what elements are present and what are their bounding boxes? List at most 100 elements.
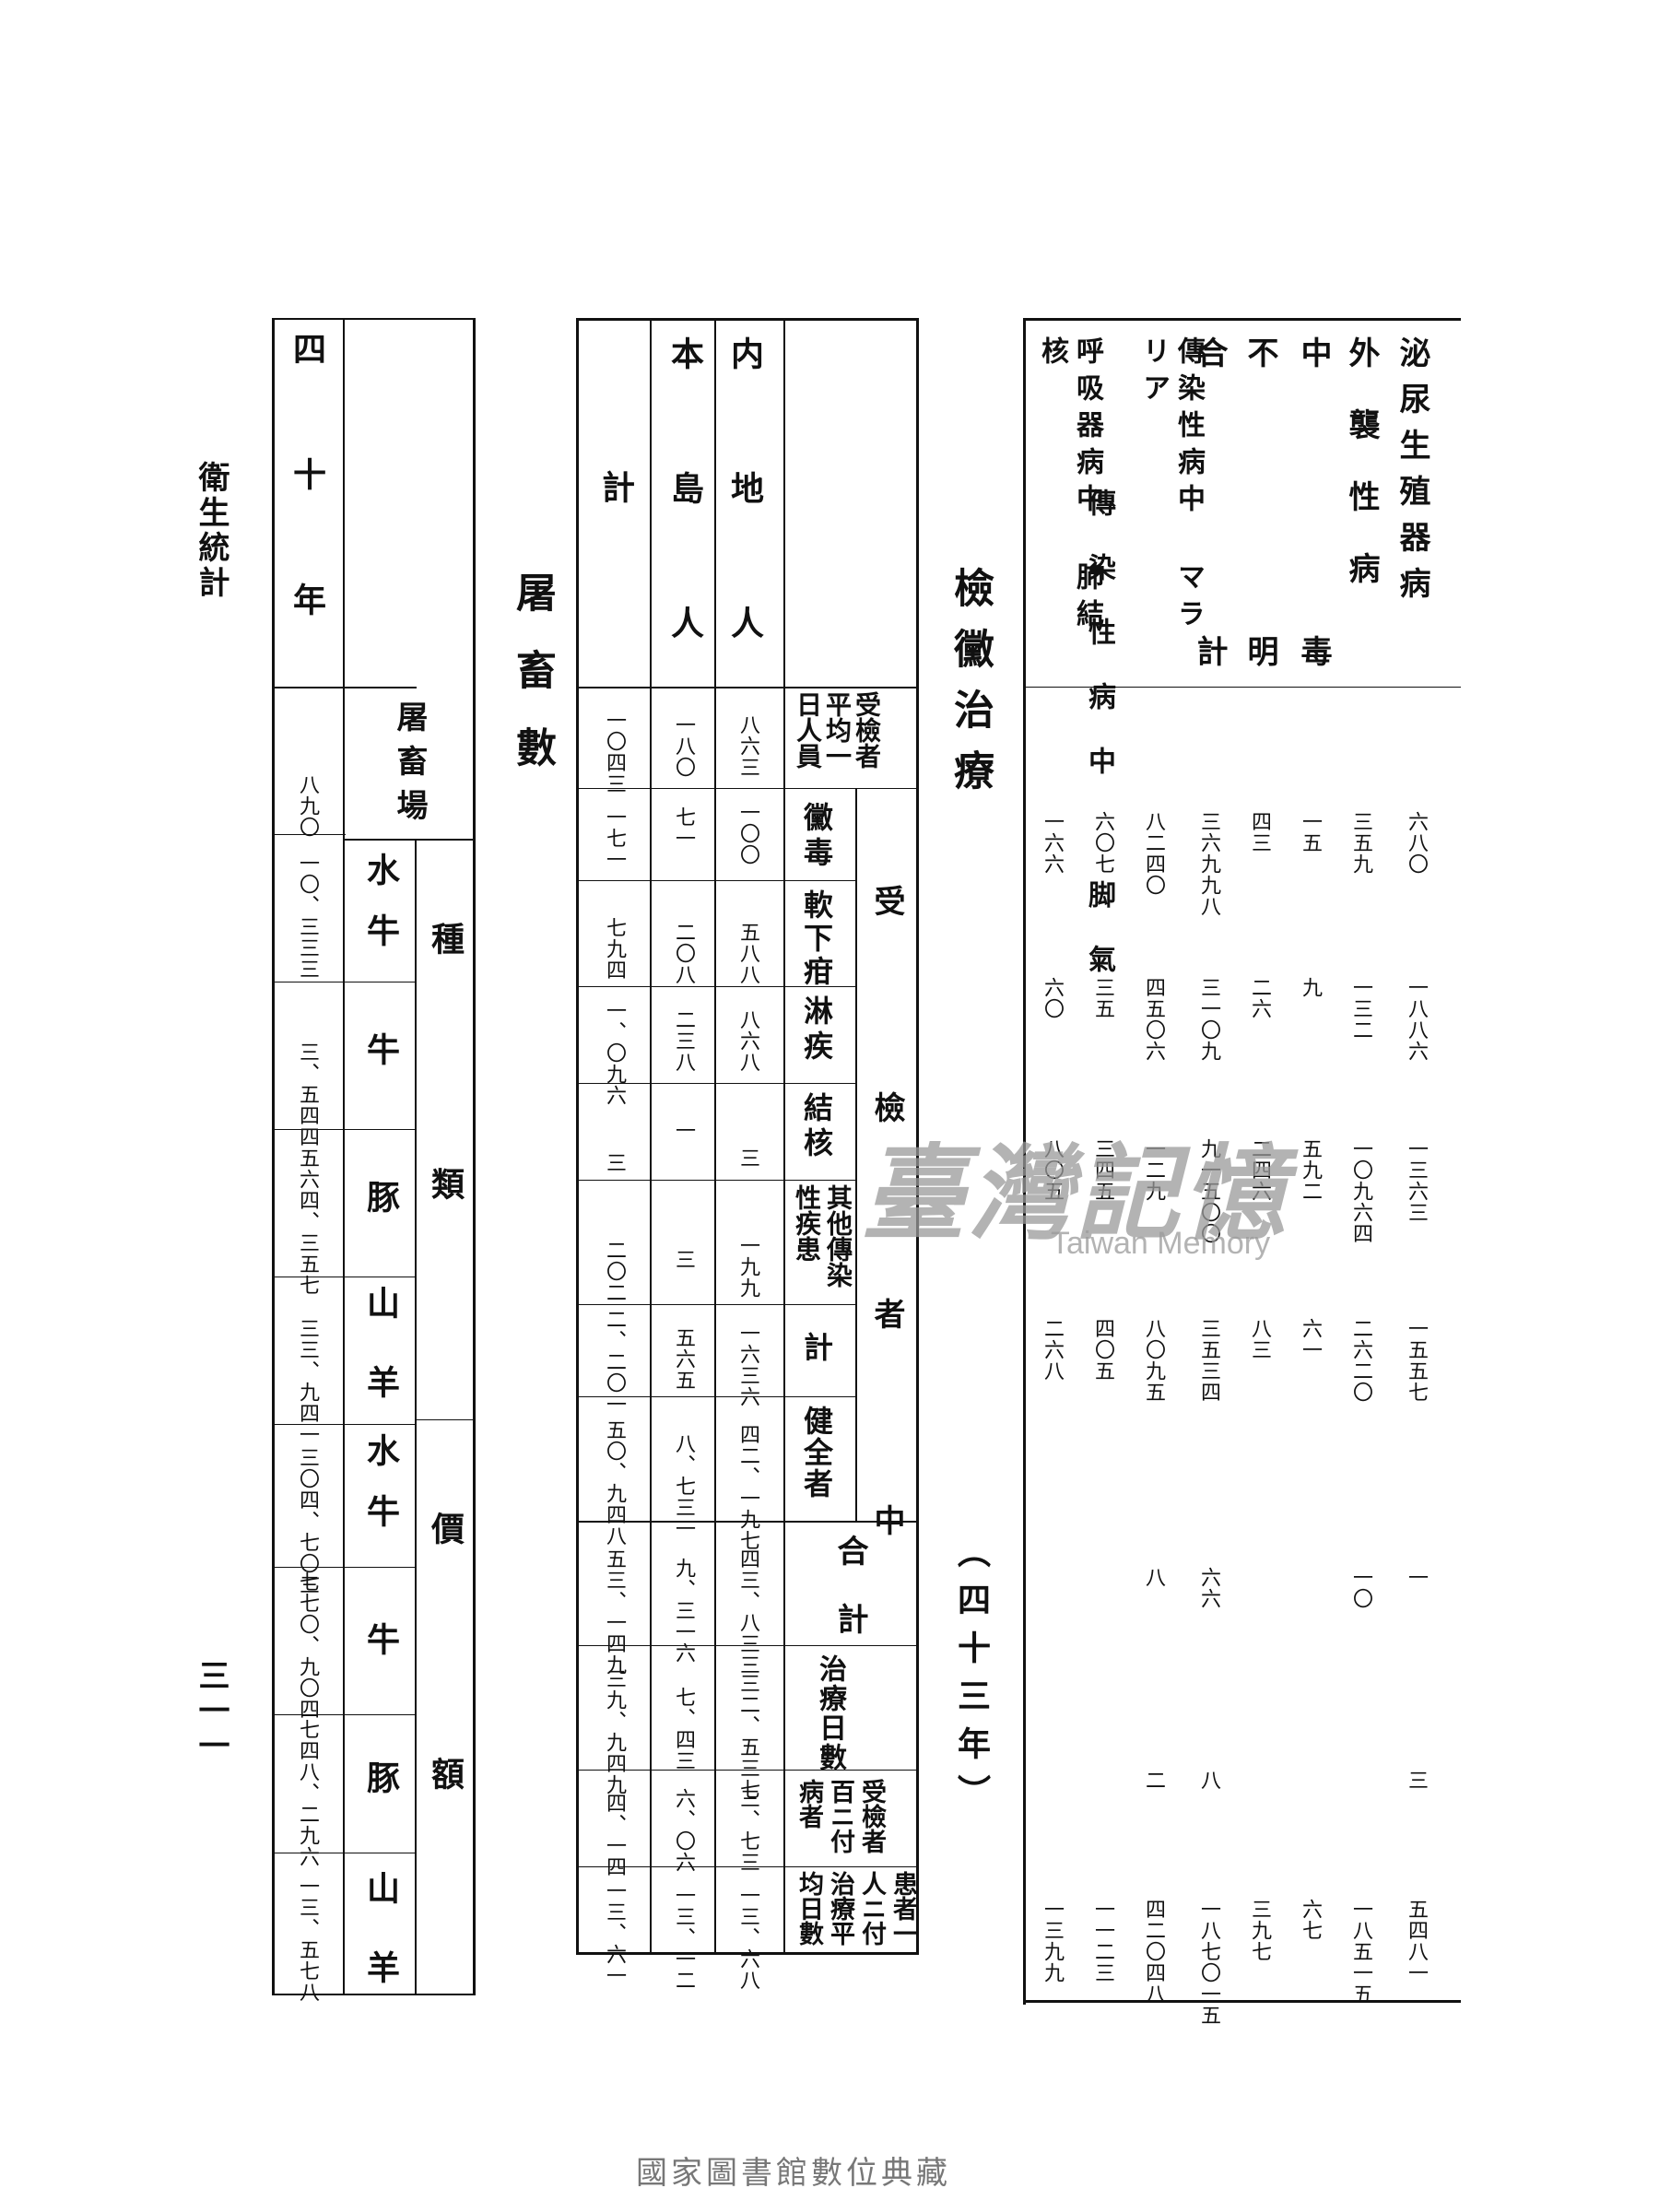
cell: 七一: [672, 806, 695, 849]
disease-cell: 六一: [1299, 1318, 1322, 1360]
col-header-daily-avg: 受檢者平均一日人員: [793, 691, 882, 769]
cell: 八六三: [736, 714, 759, 778]
cell: 一、〇九六: [603, 1000, 626, 1106]
row-total: 計: [596, 470, 635, 512]
row-naichijin: 内地人: [725, 336, 764, 740]
disease-cell: 六〇七: [1091, 811, 1114, 875]
footer: 國家圖書館數位典藏: [636, 2155, 951, 2192]
disease-cell: 六〇: [1041, 977, 1064, 1019]
disease-cell: 九: [1299, 977, 1322, 998]
cell: 三、七三: [736, 1788, 759, 1873]
row-label-urogenital: 泌尿生殖器病: [1394, 336, 1430, 613]
cell: 二〇二: [603, 1240, 626, 1303]
cell: 六、〇六: [672, 1788, 695, 1873]
disease-cell: 三四五: [1091, 1138, 1114, 1202]
disease-cell: 六六: [1197, 1567, 1220, 1609]
row-label-beriberi: 傳染性病中 脚氣: [1083, 488, 1115, 1009]
disease-cell: 一六六: [1041, 811, 1064, 875]
cell: 一〇四三: [603, 710, 626, 794]
row-label-tuberculosis: 呼吸器病中 肺結核: [1036, 336, 1103, 636]
col-header-patients-per-100: 受檢者百ニ付病者: [794, 1779, 886, 1853]
disease-cell: 一〇: [1349, 1567, 1372, 1609]
slaughter-year: 四十年: [288, 332, 326, 708]
kinds-header: 種類: [426, 922, 465, 1412]
col-group-label: 受檢者中: [868, 885, 905, 1711]
slaughter-value: 七四八、二九六: [296, 1719, 319, 1867]
row-label-unknown: 不明: [1241, 336, 1278, 934]
disease-cell: 一三二: [1349, 977, 1372, 1041]
disease-cell: 八〇九五: [1142, 1318, 1165, 1403]
cell: 五六五: [672, 1327, 695, 1391]
page-number: 三一一: [193, 1659, 229, 1764]
slaughter-value: 三、五四四: [296, 1041, 319, 1147]
cell: 一: [672, 1120, 695, 1141]
disease-cell: 九一五〇〇: [1197, 1138, 1220, 1244]
disease-cell: 八二四〇: [1142, 811, 1165, 896]
value-water-buffalo: 水牛: [361, 1433, 400, 1555]
treatment-title: 檢黴治療: [947, 567, 994, 810]
disease-cell: 八: [1197, 1770, 1220, 1791]
disease-cell: 二: [1142, 1770, 1165, 1791]
cell: 五〇、九四八: [603, 1419, 626, 1547]
watermark-main: 臺灣記憶: [862, 1134, 1289, 1254]
cell: 二三八: [672, 1009, 695, 1073]
disease-cell: 三五: [1091, 977, 1114, 1019]
disease-cell: 二六: [1248, 977, 1271, 1019]
cell: 二、二〇一: [603, 1309, 626, 1415]
disease-cell: 三: [1405, 1770, 1428, 1791]
value-header: 價額: [426, 1512, 465, 2002]
disease-cell: 二六八: [1041, 1318, 1064, 1382]
cell: 七、四三: [672, 1687, 695, 1771]
col-header-treatment-days: 治療日數: [814, 1654, 846, 1772]
disease-cell: 八: [1142, 1567, 1165, 1588]
treatment-year-note: （四十三年）: [952, 1535, 991, 1822]
cell: 八六八: [736, 1009, 759, 1073]
kind-pig: 豚: [361, 1180, 400, 1222]
cell: 一三、六八: [736, 1885, 759, 1991]
cell: 四、一四: [603, 1793, 626, 1877]
slaughter-value: 七七〇、九〇四: [296, 1571, 319, 1720]
disease-cell: 一八八六: [1405, 977, 1428, 1062]
disease-cell: 一一二三: [1091, 1899, 1114, 1983]
cell: 一三、六一: [603, 1880, 626, 1986]
cell: 一三、一二: [672, 1885, 695, 1991]
row-label-external: 外襲性病: [1343, 336, 1380, 624]
disease-cell: 六八〇: [1405, 811, 1428, 875]
cell: 九、三一六: [672, 1558, 695, 1664]
disease-cell: 一三六三: [1405, 1138, 1428, 1223]
slaughter-value: 一〇、三三三: [296, 853, 319, 980]
col-header-grand-total: 合計: [831, 1535, 868, 1671]
col-header-tuberculosis: 結核: [799, 1092, 834, 1162]
disease-cell: 五四八一: [1405, 1899, 1428, 1983]
col-header-gonorrhea: 淋疾: [799, 995, 834, 1065]
cell: 八、七三一: [672, 1433, 695, 1539]
disease-cell: 一八七〇一五: [1197, 1899, 1220, 2026]
cell: 三二、五三七: [736, 1673, 759, 1800]
disease-cell: 三一〇九: [1197, 977, 1220, 1062]
slaughter-value: 八九〇: [296, 774, 319, 838]
slaughter-value: 一三、五七八: [296, 1876, 319, 2003]
disease-cell: 一五: [1299, 811, 1322, 853]
cell: 三: [603, 1152, 626, 1173]
kind-goat: 山羊: [361, 1286, 400, 1444]
disease-cell: 八〇五: [1041, 1138, 1064, 1202]
cell: 一〇〇: [736, 802, 759, 865]
disease-cell: 六七: [1299, 1899, 1322, 1941]
value-goat: 山羊: [361, 1871, 400, 2030]
cell: 五三、一四九: [603, 1548, 626, 1676]
col-header-avg-days-per-patient: 患者一人ニ付治療平均日數: [794, 1871, 917, 1946]
row-label-total: 合計: [1191, 336, 1228, 934]
cell: 四二、一九七: [736, 1424, 759, 1551]
slaughter-value: 三三、九四一: [296, 1318, 319, 1445]
cell: 四三、八三三: [736, 1548, 759, 1676]
value-pig: 豚: [361, 1760, 400, 1803]
disease-cell: 四五〇六: [1142, 977, 1165, 1062]
col-header-syphilis: 黴毒: [799, 802, 834, 872]
cell: 二〇八: [672, 922, 695, 985]
disease-cell: 三五三四: [1197, 1318, 1220, 1403]
slaughter-value: 三〇四、七〇三: [296, 1447, 319, 1595]
disease-cell: 二四六: [1248, 1138, 1271, 1202]
cell: 七九四: [603, 917, 626, 981]
disease-cell: 三五九: [1349, 811, 1372, 875]
disease-cell: 一〇九六四: [1349, 1138, 1372, 1244]
